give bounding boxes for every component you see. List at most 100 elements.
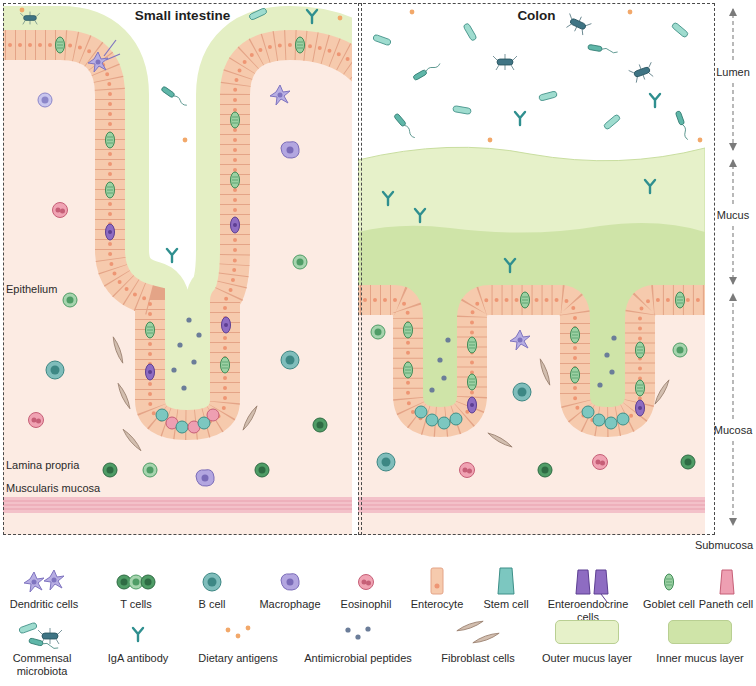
legend-icons-part bbox=[365, 626, 370, 631]
colon-tissue-part bbox=[488, 138, 493, 143]
small-intestine-cells-part bbox=[281, 351, 299, 369]
small-intestine-tissue-part bbox=[3, 501, 352, 509]
small-intestine-cells-part bbox=[196, 332, 201, 337]
small-intestine-tissue-part bbox=[3, 45, 352, 535]
small-intestine-cells-part bbox=[111, 336, 124, 364]
small-intestine-cells-part bbox=[29, 413, 44, 428]
layer-scale-arrows-part bbox=[732, 83, 733, 150]
colon-cells-part bbox=[468, 374, 477, 390]
panel-title: Colon bbox=[359, 8, 714, 23]
colon-cells-part bbox=[371, 325, 385, 339]
small-intestine-cells-part bbox=[46, 361, 64, 379]
colon-cells-part bbox=[468, 337, 477, 353]
legend-text: Dendritic cells bbox=[2, 598, 86, 611]
small-intestine-cells-part bbox=[222, 317, 231, 333]
legend-text: T cells bbox=[112, 598, 160, 611]
small-intestine-cells-part bbox=[255, 463, 269, 477]
layer-scale-arrows-part bbox=[732, 294, 733, 419]
small-intestine-cells-part bbox=[156, 409, 168, 421]
colon-cells-part bbox=[636, 342, 645, 358]
legend-icons-part bbox=[141, 575, 155, 589]
colon-cells-part bbox=[571, 367, 580, 383]
legend-text: Commensal microbiota bbox=[2, 652, 82, 678]
panel-frame: Colon bbox=[358, 3, 715, 535]
panel-title: Small intestine bbox=[4, 8, 361, 23]
colon-tissue-part bbox=[358, 300, 705, 535]
colon-cells-part bbox=[450, 413, 462, 425]
small-intestine-cells-part bbox=[106, 224, 115, 240]
legend-text: Inner mucus layer bbox=[648, 652, 752, 665]
legend-text: Eosinophil bbox=[334, 598, 398, 611]
legend-swatch bbox=[555, 620, 619, 644]
small-intestine-cells-part bbox=[313, 418, 327, 432]
colon-cells-part bbox=[611, 335, 616, 340]
colon-tissue-part bbox=[358, 300, 705, 535]
colon-cells-part bbox=[617, 413, 629, 425]
small-intestine-cells-part bbox=[270, 85, 290, 105]
colon-cells-part bbox=[441, 375, 446, 380]
colon-tissue-part bbox=[588, 44, 618, 54]
small-intestine-cells-part bbox=[296, 37, 305, 53]
colon-cells bbox=[371, 180, 695, 478]
small-intestine-cells-part bbox=[20, 8, 25, 13]
small-intestine-cells-part bbox=[281, 142, 299, 158]
colon-cells-part bbox=[673, 343, 687, 357]
small-intestine-cells-part bbox=[196, 470, 214, 486]
colon-cells-part bbox=[676, 292, 685, 308]
small-intestine-cells-part bbox=[161, 86, 188, 107]
colon-cells-part bbox=[605, 417, 617, 429]
colon-cells-part bbox=[636, 380, 645, 396]
small-intestine-cells-part bbox=[121, 428, 142, 452]
colon-cells-part bbox=[571, 327, 580, 343]
small-intestine-tissue-part bbox=[3, 497, 352, 513]
small-intestine-cells-part bbox=[307, 10, 317, 23]
colon-tissue-part bbox=[603, 114, 621, 130]
colon-cells-part bbox=[415, 209, 425, 222]
colon-cells-part bbox=[487, 431, 513, 448]
colon-cells-part bbox=[460, 463, 475, 478]
legend-icons-part bbox=[359, 575, 374, 590]
colon-cells-part bbox=[609, 369, 614, 374]
colon-cells-part bbox=[426, 414, 438, 426]
legend-icons-part bbox=[435, 584, 440, 589]
small-intestine-cells-part bbox=[177, 342, 182, 347]
small-intestine-cells-part bbox=[221, 357, 230, 373]
legend-icons-part bbox=[236, 634, 241, 639]
legend-icons-part bbox=[472, 631, 500, 644]
colon-cells-part bbox=[468, 397, 477, 413]
legend-text: Goblet cell bbox=[640, 598, 698, 611]
layer-scale-arrows-part bbox=[732, 441, 733, 525]
colon-cells-part bbox=[604, 352, 609, 357]
small-intestine-cells-part bbox=[207, 409, 219, 421]
small-intestine-cells-part bbox=[191, 359, 196, 364]
small-intestine-cells-part bbox=[249, 7, 268, 20]
small-intestine-tissue-part bbox=[3, 45, 352, 535]
small-intestine-cells-part bbox=[241, 405, 258, 431]
panel-frame: Small intestine bbox=[3, 3, 362, 535]
colon-tissue-part bbox=[493, 54, 517, 70]
legend-text: B cell bbox=[190, 598, 234, 611]
legend-icons-part bbox=[665, 574, 674, 590]
small-intestine-cells-part bbox=[181, 385, 186, 390]
colon-tissue-part bbox=[650, 94, 660, 107]
colon-tissue-part bbox=[358, 501, 705, 509]
colon-tissue-part bbox=[358, 497, 705, 513]
legend-icons-part bbox=[355, 634, 360, 639]
small-intestine-cells-part bbox=[146, 364, 155, 380]
legend-icons-part bbox=[133, 628, 143, 641]
legend-icons-part bbox=[345, 627, 350, 632]
legend-icons-part bbox=[431, 568, 443, 594]
colon-tissue-part bbox=[463, 23, 477, 42]
legend-icons-part bbox=[29, 638, 59, 651]
small-intestine-cells-part bbox=[38, 93, 52, 107]
colon-cells-part bbox=[377, 453, 395, 471]
colon-cells-part bbox=[437, 357, 442, 362]
legend-icons-part bbox=[594, 570, 608, 602]
layer-scale-arrows-part bbox=[732, 226, 733, 284]
legend-icons-part bbox=[281, 574, 299, 590]
legend-icons-part bbox=[246, 626, 251, 631]
colon-tissue-part bbox=[628, 10, 633, 15]
colon-tissue-part bbox=[410, 10, 415, 15]
